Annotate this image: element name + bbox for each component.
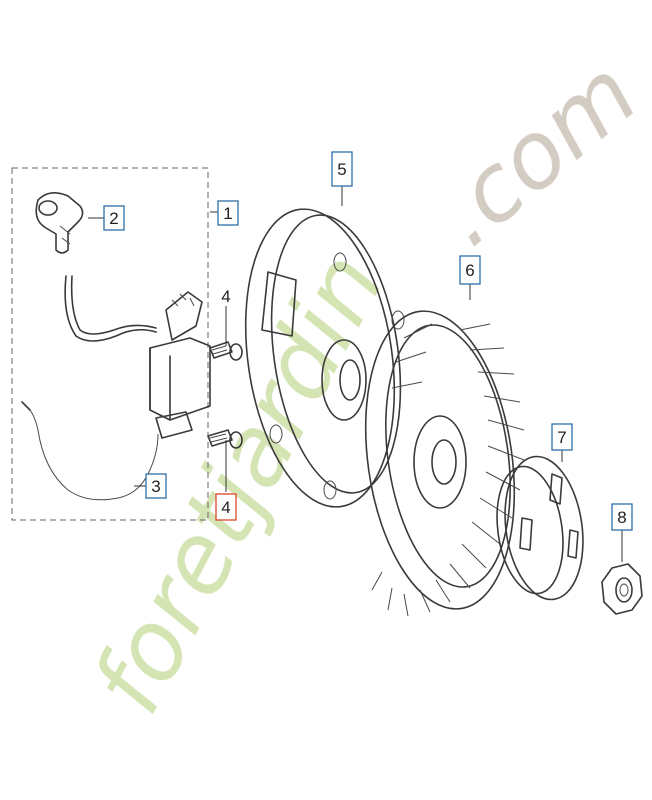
callout-3: 3 (145, 473, 167, 499)
callout-1-label: 1 (223, 204, 232, 223)
screw (209, 341, 243, 361)
callout-7: 7 (551, 423, 573, 451)
ignition-kit-box (11, 167, 209, 521)
callout-6: 6 (459, 255, 481, 285)
callout-8-label: 8 (617, 508, 626, 527)
callout-7-label: 7 (557, 428, 566, 447)
ignition-coil (64, 275, 211, 439)
callout-5-label: 5 (337, 160, 346, 179)
callout-1: 1 (217, 200, 239, 226)
svg-text:.com: .com (415, 40, 652, 267)
cooling-fan (364, 310, 525, 617)
screw (207, 429, 243, 449)
callout-2-label: 2 (109, 209, 118, 228)
spark-plug-cap (35, 192, 84, 254)
callout-2: 2 (103, 205, 125, 231)
callout-3-label: 3 (151, 477, 160, 496)
watermark-logo: foretjardin .com (71, 40, 652, 731)
callout-8: 8 (611, 503, 633, 531)
callout-4b: 4 (215, 493, 237, 521)
svg-text:foretjardin: foretjardin (71, 235, 406, 731)
callout-4a-label: 4 (221, 287, 230, 306)
callout-5: 5 (331, 151, 353, 187)
flywheel (244, 208, 405, 508)
callout-6-label: 6 (465, 261, 474, 280)
flange-nut (601, 563, 643, 615)
starter-cup (496, 455, 584, 601)
callout-4b-label: 4 (221, 498, 230, 517)
ground-wire (21, 401, 159, 501)
callout-4a: 4 (221, 287, 230, 306)
